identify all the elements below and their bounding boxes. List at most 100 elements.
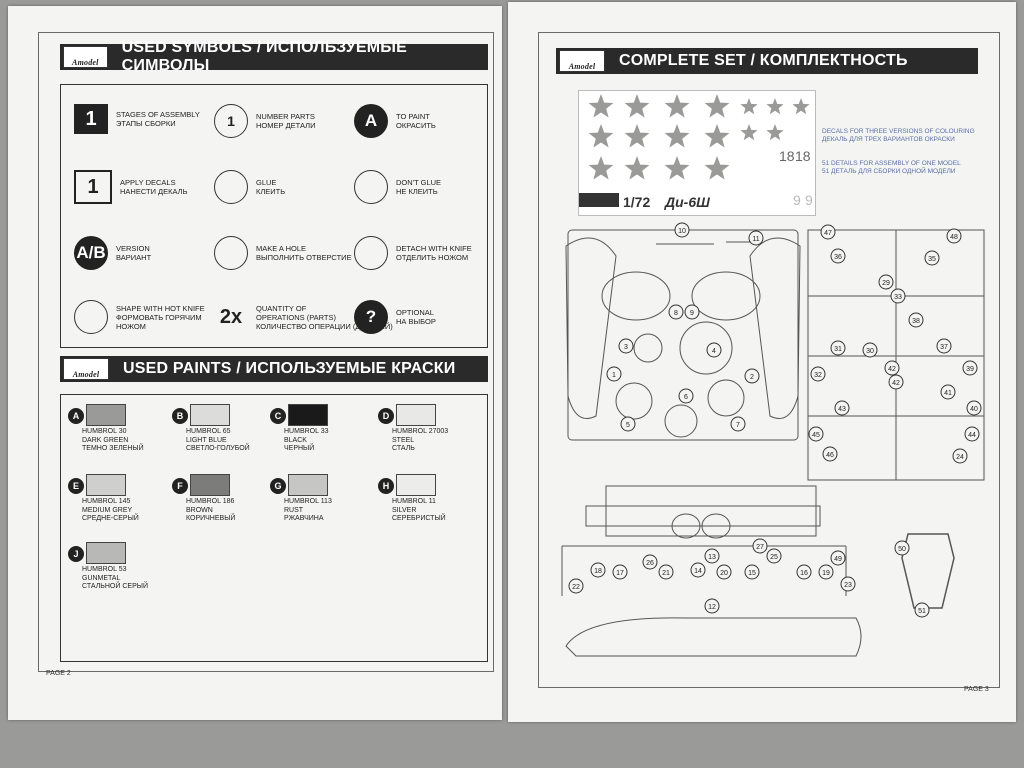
symbol-label-line: QUANTITY OF [256,303,307,313]
part-number-label: 24 [956,454,964,461]
part-number-badge [642,554,658,570]
part-number-badge [936,338,952,354]
left-page-frame [38,32,494,672]
part-number-label: 32 [814,372,822,379]
part-number-label: 8 [674,310,678,317]
paint-letter-icon: J [68,546,84,562]
part-number-badge [820,224,836,240]
fuselage-half-right [749,237,801,419]
part-number-label: 51 [918,608,926,615]
part-number-label: 38 [912,318,920,325]
sprue-c-frame [585,505,821,527]
part-number-badge [962,360,978,376]
part-number-badge [568,578,584,594]
canopy-part [901,533,955,609]
paint-swatch [86,404,126,426]
part-number-badge [668,304,684,320]
part-number-badge [674,222,690,238]
part-number-badge [818,564,834,580]
symbol-label-line: ФОРМОВАТЬ ГОРЯЧИМ [116,312,202,322]
decal-scale: 1/72 [623,194,650,210]
symbols-title: USED SYMBOLS / ИСПОЛЬЗУЕМЫЕ СИМВОЛЫ [121,39,408,74]
symbols-header: Amodel USED SYMBOLS / ИСПОЛЬЗУЕМЫЕ СИМВО… [60,39,488,74]
paint-name-ru: СТАЛЬНОЙ СЕРЫЙ [82,583,148,590]
glue-icon [214,170,248,204]
page-number-left: PAGE 2 [46,670,71,677]
paint-code: HUMBROL 113 [284,498,332,505]
paint-letter-icon: F [172,478,188,494]
part-number-label: 16 [800,570,808,577]
paint-swatch [396,474,436,496]
part-number-label: 2 [750,374,754,381]
decal-star [624,94,650,118]
part-number-badge [590,562,606,578]
part-number-badge [730,416,746,432]
part-number-badge [620,416,636,432]
part-number-label: 48 [950,234,958,241]
part-number-label: 6 [684,394,688,401]
paint-letter-icon: A [68,408,84,424]
paint-letter-icon: B [172,408,188,424]
part-number-badge [952,448,968,464]
symbol-label-line: НА ВЫБОР [396,317,436,326]
part-number-badge [834,400,850,416]
decal-number-9a: 9 [793,192,801,208]
symbol-label-line: ВЫПОЛНИТЬ ОТВЕРСТИЕ [256,253,352,262]
part-number-label: 37 [940,344,948,351]
part-number-badge [706,342,722,358]
part-number-badge [684,304,700,320]
paint-letter-icon: H [378,478,394,494]
part-number-label: 5 [626,422,630,429]
decal-note-en: DECALS FOR THREE VERSIONS OF COLOURING [822,128,975,135]
symbol-label-line: КЛЕИТЬ [256,187,286,196]
right-page-frame [538,32,1000,688]
paint-name-en: BLACK [284,436,307,444]
part-number-label: 49 [834,556,842,563]
amodel-logo: Amodel [559,50,605,72]
amodel-logo: Amodel [63,46,108,68]
paint-letter-icon: G [270,478,286,494]
part-number-badge [940,384,956,400]
no-glue-icon [354,170,388,204]
part-shape [707,379,745,417]
paint-name-ru: СЕРЕБРИСТЫЙ [392,515,446,522]
decal-star [664,156,690,180]
part-number-label: 19 [822,570,830,577]
decal-star [740,124,758,141]
decal-star [588,94,614,118]
symbol-label-line: ОТДЕЛИТЬ НОЖОМ [396,253,469,262]
symbol-label-line: DON'T GLUE [396,178,442,187]
symbol-label-line: NUMBER PARTS [256,112,315,121]
part-number-label: 3 [624,344,628,351]
hot-knife-icon [74,300,108,334]
paint-swatch [288,474,328,496]
paint-name-ru: КОРИЧНЕВЫЙ [186,515,236,522]
part-number-label: 17 [616,570,624,577]
decal-star [792,98,810,115]
part-shape [691,271,761,321]
paint-code: HUMBROL 33 [284,428,329,435]
decal-logo-block [579,193,619,207]
symbol-label-line: APPLY DECALS [120,178,176,187]
paint-name-ru: СВЕТЛО-ГОЛУБОЙ [186,445,250,452]
symbol-label-line: GLUE [256,178,277,187]
part-number-label: 40 [970,406,978,413]
paint-name-en: LIGHT BLUE [186,436,227,444]
part-number-label: 29 [882,280,890,287]
decal-star [664,94,690,118]
decal-star [624,156,650,180]
part-shape [664,404,698,438]
symbol-label-line: НОЖОМ [116,321,146,331]
